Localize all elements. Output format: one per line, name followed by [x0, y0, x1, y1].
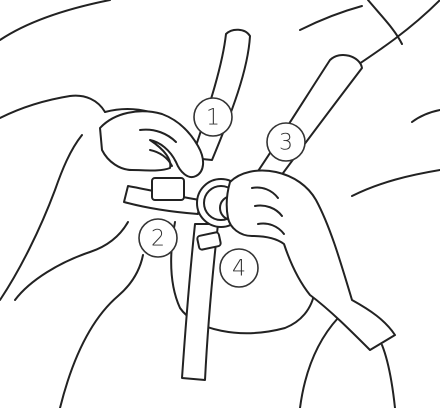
callout-3: 3	[267, 123, 305, 161]
lap-strap-left	[124, 178, 200, 214]
callout-2-label: 2	[151, 227, 165, 252]
callout-4-label: 4	[232, 257, 246, 282]
callout-2: 2	[139, 219, 177, 257]
callout-4: 4	[220, 249, 258, 287]
callout-1-label: 1	[206, 106, 220, 131]
left-hand	[100, 111, 203, 177]
callout-3-label: 3	[279, 131, 293, 156]
left-shoulder-strap	[192, 30, 250, 160]
right-shoulder-strap	[252, 0, 402, 188]
callout-1: 1	[194, 98, 232, 136]
